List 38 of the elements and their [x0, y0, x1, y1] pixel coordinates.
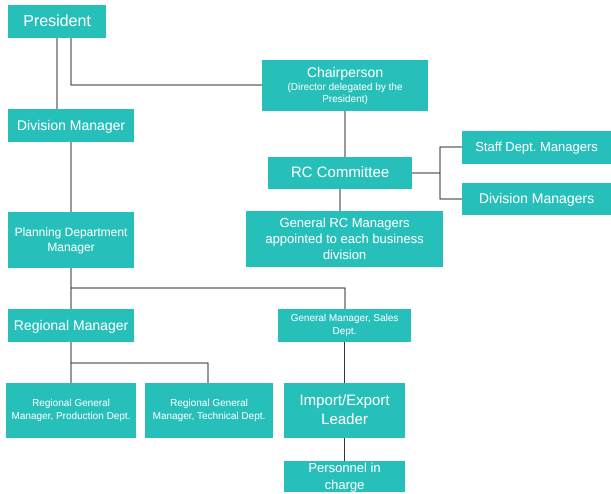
org-box — [462, 131, 611, 164]
org-box — [6, 383, 136, 438]
org-box — [278, 309, 411, 342]
connector-line — [70, 142, 72, 212]
org-box — [145, 383, 273, 438]
org-box — [8, 309, 134, 342]
org-box — [8, 109, 134, 142]
connector-line — [70, 38, 262, 86]
box-title: Division Manager — [16, 116, 126, 134]
box-subtitle: (Director delegated by the President) — [286, 82, 404, 107]
box-title: General Manager, Sales Dept. — [290, 313, 400, 338]
org-box — [462, 183, 611, 215]
box-title: Staff Dept. Managers — [475, 139, 598, 156]
org-box — [268, 157, 412, 189]
box-title: General RC Managers appointed to each business division — [264, 214, 425, 264]
connector-line — [70, 268, 346, 310]
org-box — [284, 461, 405, 492]
connector-line — [344, 110, 346, 158]
connector-line — [344, 438, 345, 462]
org-box — [8, 212, 134, 268]
connector-line — [70, 342, 208, 384]
box-title: Personnel in charge — [307, 460, 382, 493]
org-box — [284, 383, 405, 438]
connector-line — [344, 342, 345, 384]
box-title: Import/Export Leader — [298, 392, 391, 430]
org-box — [262, 60, 428, 111]
box-title: Regional General Manager, Technical Dept. — [152, 398, 266, 423]
box-title: President — [23, 12, 91, 32]
box-title: RC Committee — [290, 164, 390, 182]
box-title: Regional Manager — [14, 316, 128, 334]
org-box — [8, 5, 106, 38]
connector-line — [412, 172, 462, 200]
box-title: Planning Department Manager — [14, 225, 128, 255]
box-title: Regional General Manager, Production Dept. — [10, 398, 132, 423]
box-title: Chairperson — [306, 64, 384, 82]
box-title: Division Managers — [478, 190, 594, 208]
connector-line — [56, 38, 58, 110]
org-box — [246, 211, 443, 267]
